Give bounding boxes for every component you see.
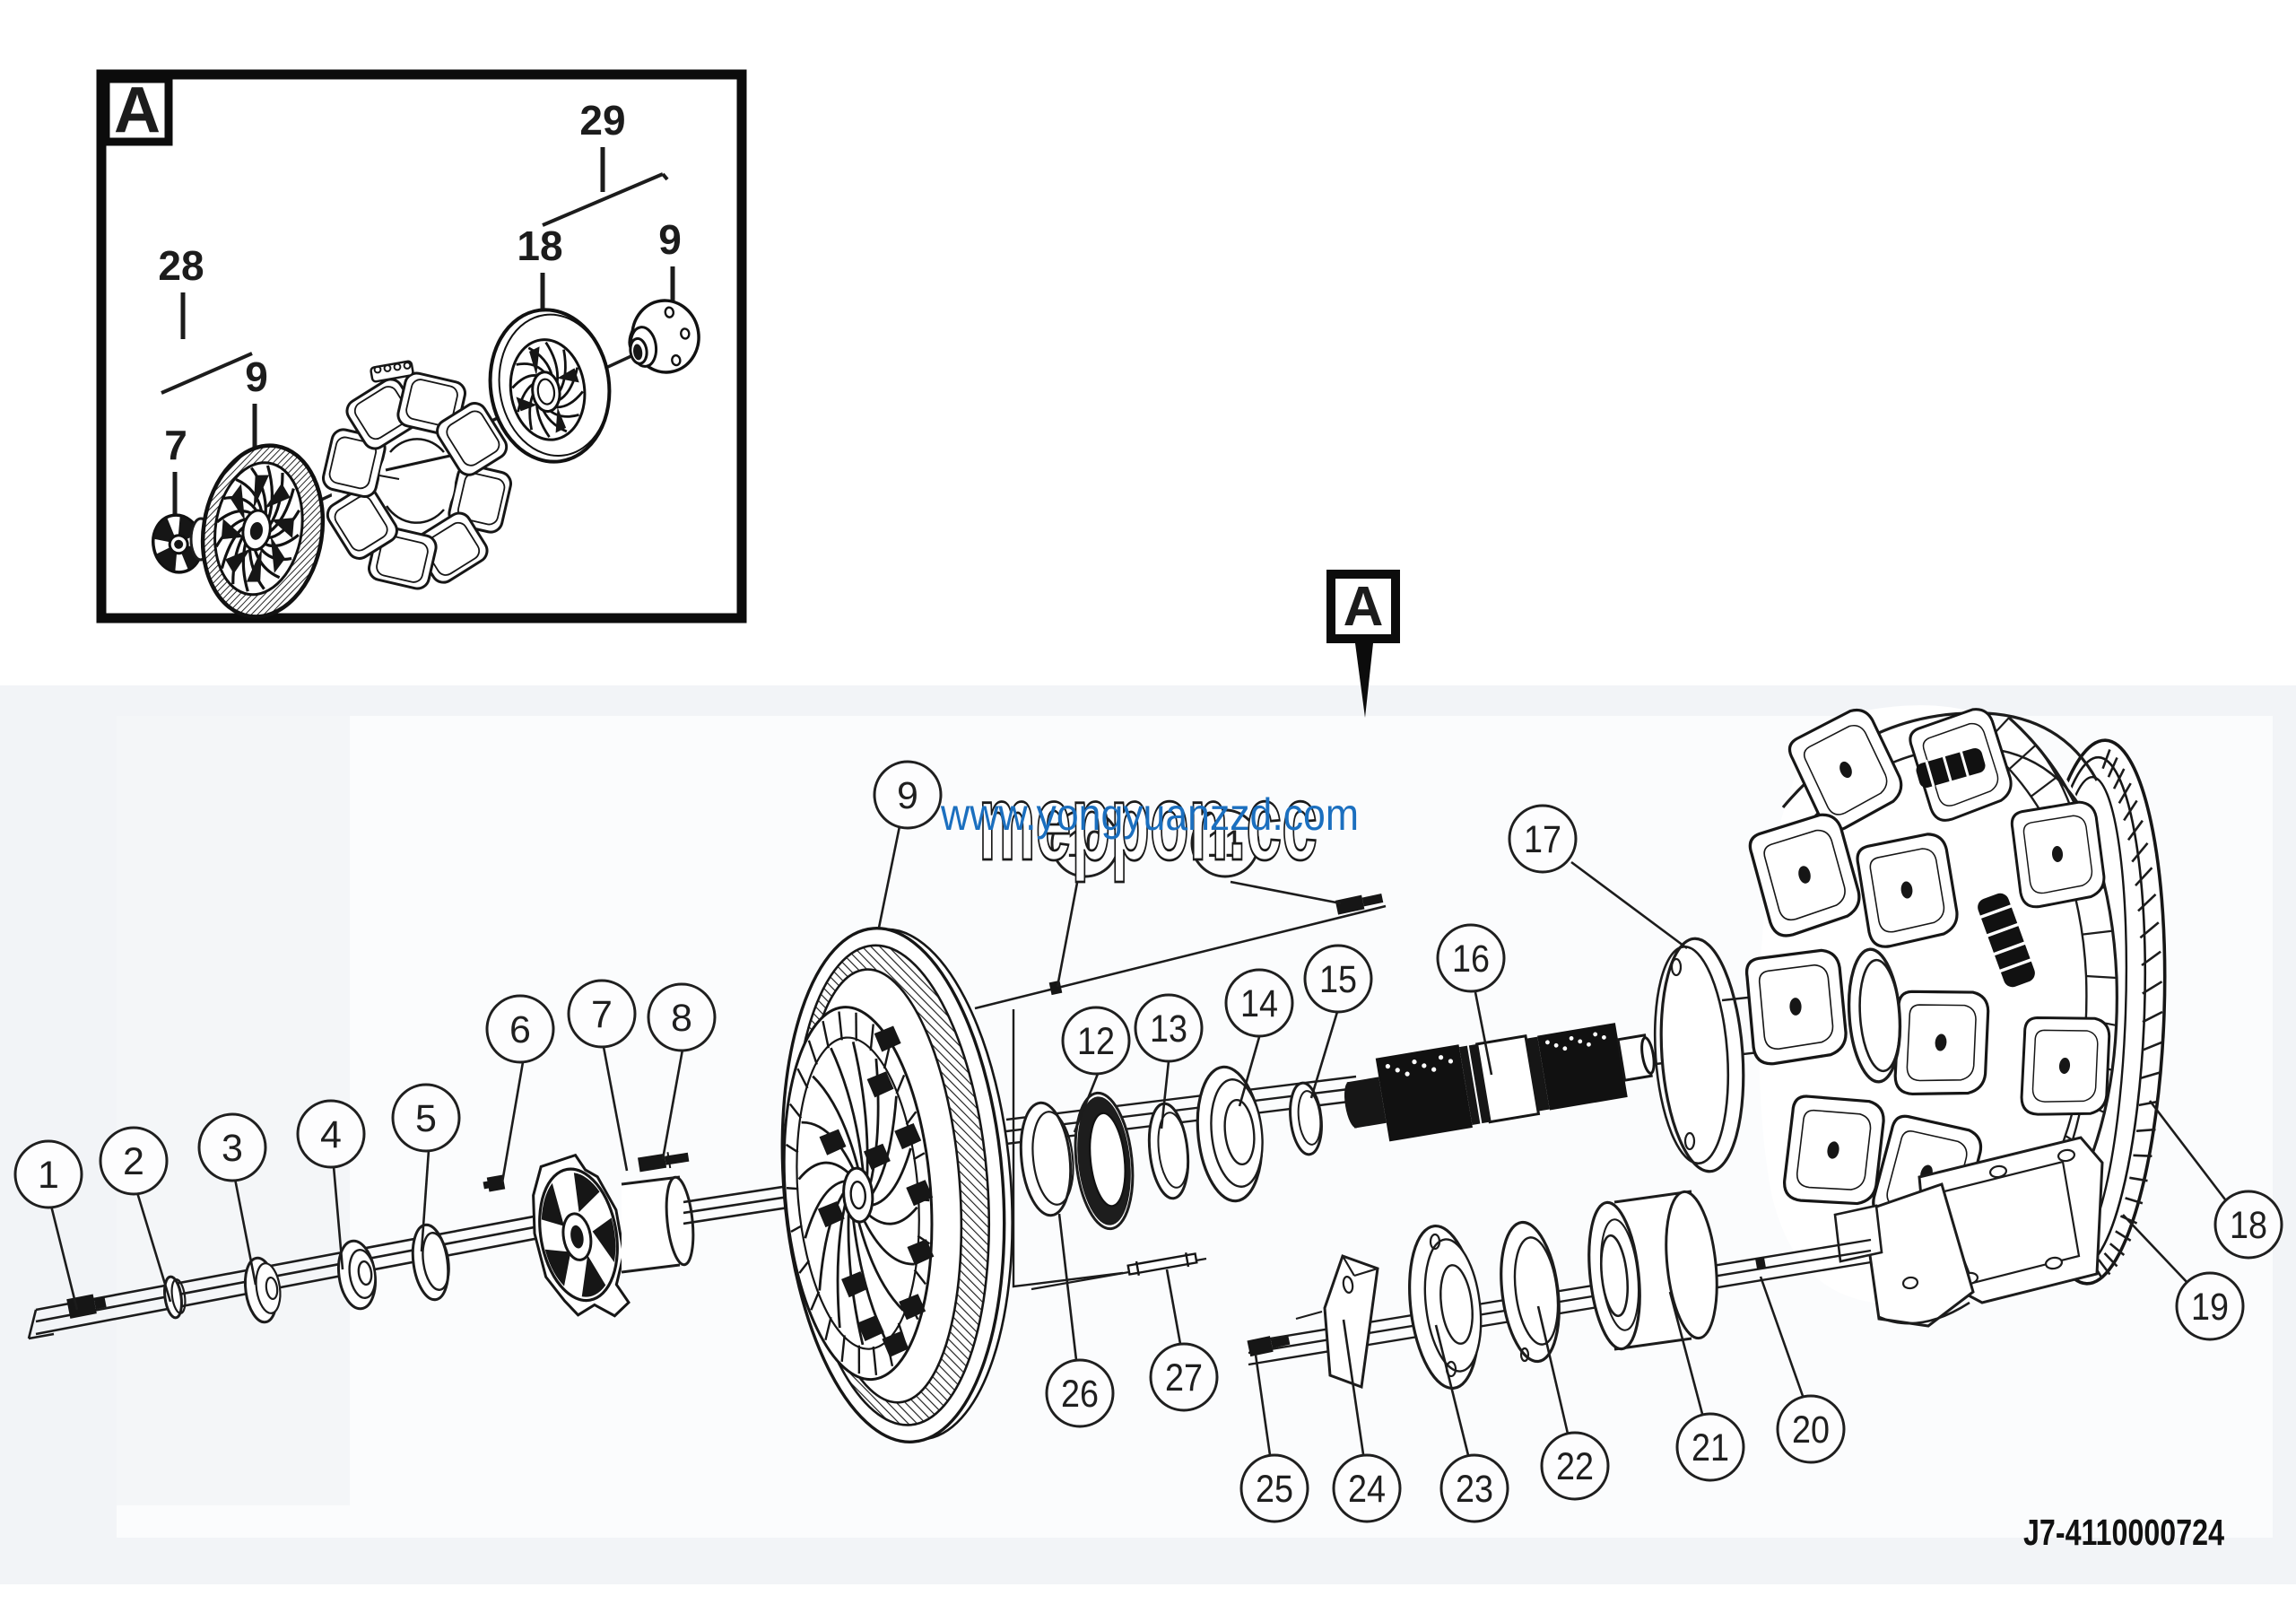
svg-text:16: 16: [1452, 937, 1490, 981]
svg-text:11: 11: [1206, 823, 1244, 866]
svg-text:9: 9: [897, 774, 918, 817]
svg-text:23: 23: [1456, 1468, 1493, 1511]
svg-text:meppon.cc: meppon.cc: [978, 763, 1318, 883]
svg-text:2: 2: [123, 1140, 144, 1183]
svg-text:25: 25: [1256, 1468, 1293, 1511]
svg-text:www.yongyuanzzd.com: www.yongyuanzzd.com: [940, 789, 1359, 840]
svg-text:17: 17: [1524, 818, 1561, 861]
svg-text:29: 29: [579, 97, 625, 144]
svg-text:A: A: [1344, 576, 1384, 638]
svg-text:A: A: [114, 74, 161, 146]
svg-text:J7-4110000724: J7-4110000724: [2023, 1512, 2224, 1553]
svg-text:8: 8: [671, 997, 692, 1040]
svg-text:9: 9: [245, 353, 268, 400]
svg-text:20: 20: [1792, 1408, 1830, 1452]
svg-text:1: 1: [38, 1154, 59, 1197]
svg-text:4: 4: [320, 1113, 342, 1156]
svg-text:28: 28: [158, 242, 204, 289]
svg-text:9: 9: [658, 216, 682, 263]
svg-text:7: 7: [164, 422, 187, 468]
svg-text:19: 19: [2191, 1286, 2229, 1329]
svg-text:26: 26: [1061, 1373, 1099, 1416]
svg-text:18: 18: [2230, 1204, 2267, 1247]
svg-text:10: 10: [1066, 823, 1104, 866]
svg-text:12: 12: [1077, 1020, 1115, 1063]
svg-text:5: 5: [415, 1097, 437, 1140]
svg-text:14: 14: [1240, 982, 1278, 1025]
svg-text:22: 22: [1556, 1445, 1594, 1488]
svg-text:13: 13: [1150, 1007, 1187, 1051]
svg-text:18: 18: [517, 222, 562, 269]
svg-text:3: 3: [222, 1127, 243, 1170]
svg-text:21: 21: [1692, 1426, 1729, 1469]
svg-text:27: 27: [1165, 1356, 1203, 1400]
svg-text:7: 7: [591, 993, 613, 1036]
svg-text:24: 24: [1348, 1468, 1386, 1511]
svg-text:15: 15: [1319, 958, 1357, 1001]
svg-text:6: 6: [509, 1008, 531, 1051]
